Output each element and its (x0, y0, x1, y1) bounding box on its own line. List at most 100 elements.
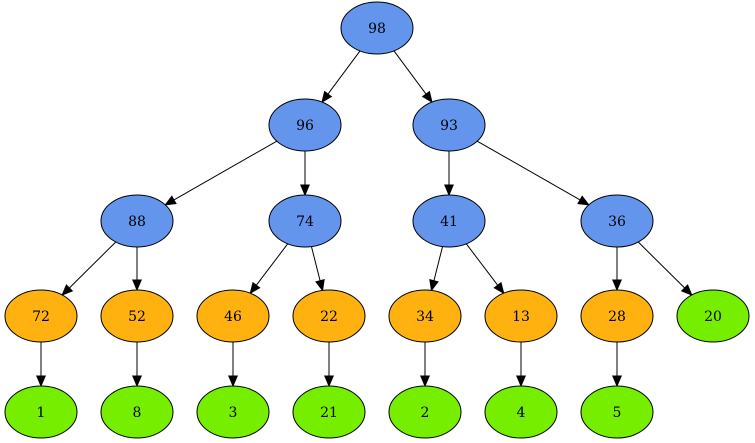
arrowhead (300, 184, 310, 197)
node-ellipse (580, 194, 654, 248)
node-ellipse (268, 98, 342, 152)
node-22: 22 (292, 289, 366, 343)
arrowhead (420, 375, 430, 388)
node-41: 41 (412, 194, 486, 248)
node-36: 36 (580, 194, 654, 248)
edge-line (393, 50, 427, 95)
edge-98-96 (321, 50, 361, 104)
node-4: 4 (484, 385, 558, 439)
edge-88-52 (132, 247, 142, 292)
edge-line (310, 246, 321, 281)
edge-line (465, 243, 499, 286)
node-13: 13 (484, 289, 558, 343)
edge-line (637, 241, 686, 289)
node-ellipse (412, 194, 486, 248)
edge-line (173, 140, 278, 201)
node-98: 98 (340, 1, 414, 55)
node-ellipse (484, 385, 558, 439)
node-28: 28 (580, 289, 654, 343)
edge-line (433, 246, 444, 281)
node-ellipse (100, 289, 174, 343)
node-ellipse (292, 385, 366, 439)
node-ellipse (412, 98, 486, 152)
arrowhead (612, 279, 622, 292)
node-label: 96 (296, 118, 314, 134)
node-ellipse (4, 289, 78, 343)
edge-46-3 (228, 342, 238, 388)
edge-52-8 (132, 342, 142, 388)
node-2: 2 (388, 385, 462, 439)
node-ellipse (100, 385, 174, 439)
node-label: 98 (368, 21, 386, 37)
arrowhead (429, 279, 439, 292)
edge-line (68, 241, 117, 289)
node-label: 88 (128, 214, 146, 230)
edge-96-74 (300, 151, 310, 197)
node-label: 3 (229, 405, 238, 421)
node-93: 93 (412, 98, 486, 152)
node-label: 21 (320, 405, 338, 421)
edge-96-88 (164, 140, 278, 206)
arrowhead (36, 375, 46, 388)
node-label: 4 (517, 405, 526, 421)
node-label: 74 (296, 214, 314, 230)
node-34: 34 (388, 289, 462, 343)
node-74: 74 (268, 194, 342, 248)
edge-93-41 (444, 151, 454, 197)
node-ellipse (388, 385, 462, 439)
node-label: 72 (32, 309, 50, 325)
arrowhead (493, 281, 505, 295)
node-ellipse (484, 289, 558, 343)
arrowhead (612, 375, 622, 388)
node-label: 5 (613, 405, 622, 421)
node-20: 20 (676, 289, 750, 343)
node-72: 72 (4, 289, 78, 343)
edge-34-2 (420, 342, 430, 388)
node-label: 34 (416, 309, 434, 325)
edge-line (327, 50, 361, 95)
arrowhead (164, 195, 177, 206)
edge-36-28 (612, 247, 622, 292)
arrowhead (228, 375, 238, 388)
node-label: 13 (512, 309, 530, 325)
node-label: 93 (440, 118, 458, 134)
node-label: 36 (608, 214, 626, 230)
edge-13-4 (516, 342, 526, 388)
node-label: 20 (704, 309, 722, 325)
node-8: 8 (100, 385, 174, 439)
node-ellipse (196, 385, 270, 439)
node-88: 88 (100, 194, 174, 248)
node-label: 41 (440, 214, 458, 230)
edge-74-22 (310, 246, 325, 292)
node-21: 21 (292, 385, 366, 439)
arrowhead (680, 284, 693, 296)
node-label: 22 (320, 309, 338, 325)
edge-98-93 (393, 50, 433, 104)
arrowhead (421, 90, 433, 104)
node-ellipse (196, 289, 270, 343)
node-ellipse (292, 289, 366, 343)
node-ellipse (580, 289, 654, 343)
node-label: 8 (133, 405, 142, 421)
node-label: 52 (128, 309, 146, 325)
node-1: 1 (4, 385, 78, 439)
edge-line (255, 243, 289, 286)
arrowhead (132, 279, 142, 292)
node-ellipse (340, 1, 414, 55)
node-46: 46 (196, 289, 270, 343)
node-ellipse (676, 289, 750, 343)
arrowhead (516, 375, 526, 388)
node-ellipse (388, 289, 462, 343)
edge-line (476, 140, 581, 201)
node-ellipse (268, 194, 342, 248)
edge-28-5 (612, 342, 622, 388)
node-label: 1 (37, 405, 46, 421)
edge-41-13 (465, 243, 505, 295)
edge-72-1 (36, 342, 46, 388)
arrowhead (577, 195, 590, 206)
node-label: 46 (224, 309, 242, 325)
node-3: 3 (196, 385, 270, 439)
arrowhead (444, 184, 454, 197)
arrowhead (321, 90, 333, 104)
